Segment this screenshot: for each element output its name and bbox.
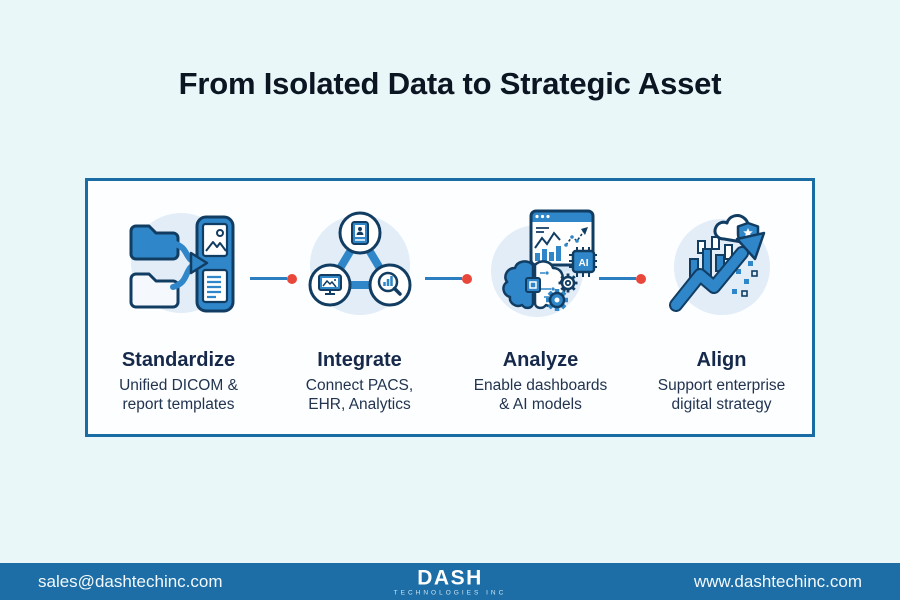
step-desc-line: Support enterprise	[657, 377, 786, 394]
step-label: Analyze	[502, 349, 579, 371]
process-card: Standardize Unified DICOM & report templ…	[85, 178, 815, 437]
logo-wordmark: DASH	[417, 565, 483, 589]
folders-merge-icon	[129, 213, 234, 313]
growth-arrow-icon	[668, 214, 770, 315]
connector-line	[250, 277, 287, 280]
step-description: Connect PACS, EHR, Analytics	[306, 377, 413, 415]
step-label: Align	[696, 349, 747, 371]
connector-line	[425, 277, 462, 280]
step-desc-line: Connect PACS,	[305, 377, 414, 394]
footer-bar: sales@dashtechinc.com DASH TECHNOLOGIES …	[0, 563, 900, 600]
connector-dot	[462, 273, 472, 284]
connector-2	[425, 273, 472, 284]
connector-1	[250, 273, 297, 284]
step-description: Support enterprise digital strategy	[658, 377, 786, 415]
step-label: Integrate	[317, 349, 402, 371]
step-align: Align Support enterprise digital strateg…	[631, 181, 812, 434]
connector-line	[599, 277, 636, 280]
step-integrate: Integrate Connect PACS, EHR, Analytics	[269, 181, 450, 434]
connector-dot	[287, 273, 297, 284]
step-analyze: AI Analyze	[450, 181, 631, 434]
step-label: Standardize	[121, 349, 236, 371]
step-desc-line: digital strategy	[671, 395, 772, 413]
step-desc-line: & AI models	[499, 395, 582, 413]
step-desc-line: Unified DICOM &	[119, 377, 238, 394]
page-title: From Isolated Data to Strategic Asset	[178, 66, 722, 101]
step-description: Unified DICOM & report templates	[119, 377, 238, 415]
step-desc-line: Enable dashboards	[473, 377, 608, 394]
connector-dot	[636, 273, 646, 284]
ai-brain-icon: AI	[490, 209, 597, 317]
steps-row: Standardize Unified DICOM & report templ…	[88, 181, 812, 434]
step-description: Enable dashboards & AI models	[474, 377, 608, 415]
step-desc-line: EHR, Analytics	[308, 395, 411, 413]
connector-3	[599, 273, 646, 284]
step-desc-line: report templates	[122, 395, 235, 413]
logo-tagline: TECHNOLOGIES INC	[393, 588, 507, 596]
systems-network-icon	[308, 211, 411, 315]
svg-text:AI: AI	[578, 258, 588, 269]
footer-website-link[interactable]: www.dashtechinc.com	[693, 571, 862, 591]
company-logo: DASH TECHNOLOGIES INC	[394, 567, 507, 597]
step-standardize: Standardize Unified DICOM & report templ…	[88, 181, 269, 434]
footer-email-link[interactable]: sales@dashtechinc.com	[38, 571, 223, 591]
